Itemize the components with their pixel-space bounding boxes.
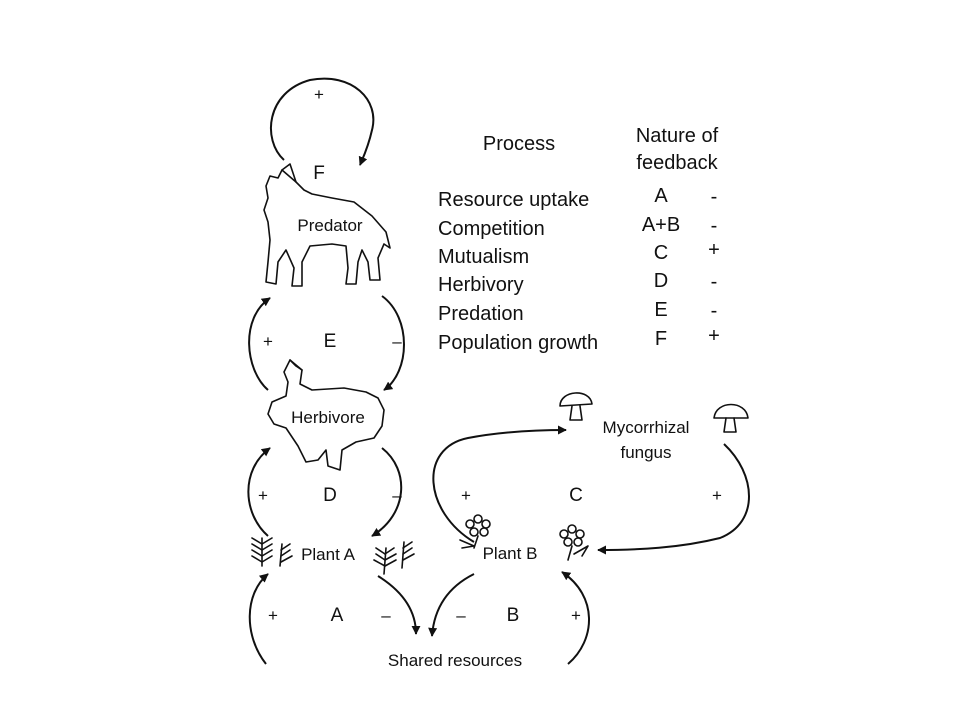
loop-e: + E – — [248, 295, 405, 391]
plant-b-label: Plant B — [483, 544, 538, 563]
loop-e-left-sign: + — [263, 332, 273, 351]
loop-a-down-arrow — [377, 575, 421, 635]
loop-c-up-arrow — [432, 425, 567, 543]
loop-a-letter: A — [331, 605, 344, 626]
table-header-process: Process — [483, 133, 555, 155]
loop-b-down-arrow — [428, 573, 475, 637]
table-row-process: Predation — [438, 303, 524, 325]
feedback-table: Process Nature of feedback Resource upta… — [438, 125, 720, 354]
loop-b-letter: B — [507, 605, 520, 626]
loop-b-up-arrow — [561, 571, 590, 665]
mushroom-icon — [713, 403, 749, 433]
table-row-loop: D — [654, 270, 668, 292]
loop-b: – B + — [428, 571, 590, 665]
predator-node: Predator — [263, 163, 391, 287]
loop-c: + C + — [432, 425, 750, 555]
table-row-process: Competition — [438, 218, 545, 240]
table-row-loop: F — [655, 328, 667, 350]
table-row-process: Population growth — [438, 332, 598, 354]
table-row-loop: E — [654, 299, 667, 321]
table-row-sign: - — [711, 300, 718, 322]
table-row-sign: + — [708, 325, 720, 347]
rabbit-icon — [267, 359, 385, 471]
loop-d-up-arrow — [247, 447, 271, 537]
plant-a-node: Plant A — [251, 537, 415, 575]
loop-e-down-arrow — [381, 295, 405, 391]
loop-e-letter: E — [324, 331, 337, 352]
shared-resources-label: Shared resources — [388, 651, 522, 670]
table-row-loop: A+B — [642, 214, 680, 236]
loop-a-left-sign: + — [268, 606, 278, 625]
loop-c-left-sign: + — [461, 486, 471, 505]
loop-b-left-sign: – — [456, 606, 466, 625]
loop-e-right-sign: – — [392, 332, 402, 351]
table-row-sign: - — [711, 271, 718, 293]
loop-d-letter: D — [323, 485, 337, 506]
plant-a-label: Plant A — [301, 545, 356, 564]
flower-icon — [459, 514, 491, 549]
plant-b-node: Plant B — [459, 514, 589, 563]
loop-f-arrow — [270, 77, 375, 166]
table-row-process: Herbivory — [438, 274, 524, 296]
loop-f: + F — [270, 77, 375, 184]
loop-d: + D – — [247, 447, 403, 537]
loop-c-letter: C — [569, 485, 583, 506]
herbivore-node: Herbivore — [267, 359, 385, 471]
fungus-label-line2: fungus — [620, 443, 671, 462]
table-row-sign: + — [708, 239, 720, 261]
fungus-label-line1: Mycorrhizal — [603, 418, 690, 437]
loop-d-right-sign: – — [392, 486, 402, 505]
table-row-loop: A — [654, 185, 668, 207]
fern-icon — [373, 541, 415, 575]
loop-a-up-arrow — [248, 573, 269, 665]
loop-e-up-arrow — [248, 297, 271, 391]
wolf-icon — [263, 169, 391, 287]
fern-icon — [251, 537, 293, 567]
wolf-ear-icon — [281, 163, 297, 183]
loop-f-letter: F — [313, 163, 325, 184]
loop-f-sign: + — [314, 85, 324, 104]
loop-a-right-sign: – — [381, 606, 391, 625]
loop-a: + A – — [248, 573, 421, 665]
loop-c-down-arrow — [597, 443, 750, 555]
table-row-sign: - — [711, 215, 718, 237]
table-row-process: Resource uptake — [438, 189, 589, 211]
flower-icon — [559, 524, 589, 561]
table-row-loop: C — [654, 242, 668, 264]
loop-b-right-sign: + — [571, 606, 581, 625]
loop-d-left-sign: + — [258, 486, 268, 505]
predator-label: Predator — [297, 216, 363, 235]
loop-c-right-sign: + — [712, 486, 722, 505]
mushroom-icon — [559, 392, 593, 421]
table-header-nature-line2: feedback — [636, 152, 718, 174]
rabbit-ear-icon — [289, 359, 303, 371]
table-row-sign: - — [711, 186, 718, 208]
fungus-node: Mycorrhizal fungus — [559, 392, 749, 462]
table-header-nature-line1: Nature of — [636, 125, 719, 147]
herbivore-label: Herbivore — [291, 408, 365, 427]
table-row-process: Mutualism — [438, 246, 529, 268]
table-rows: Resource uptake A - Competition A+B - Mutualis… — [438, 185, 720, 354]
loop-d-down-arrow — [371, 447, 403, 537]
